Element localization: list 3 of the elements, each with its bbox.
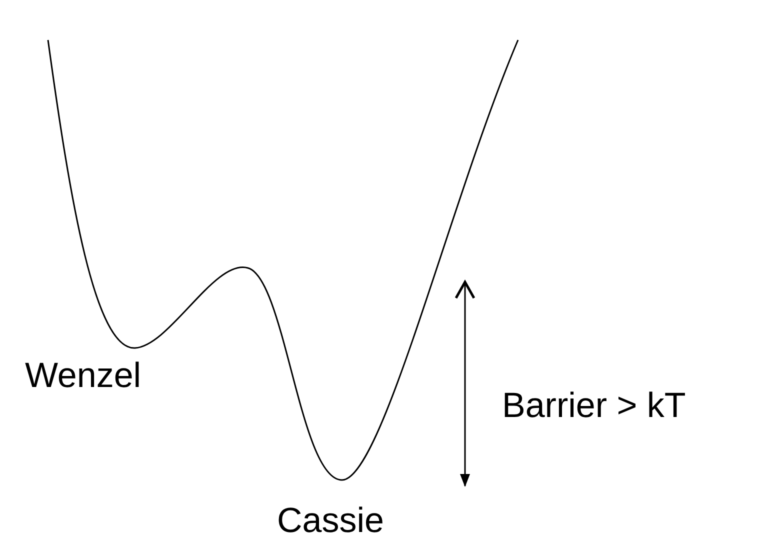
state-label: Barrier > kT — [502, 388, 686, 423]
state-label: Wenzel — [25, 358, 142, 393]
state-label: Cassie — [277, 503, 384, 538]
